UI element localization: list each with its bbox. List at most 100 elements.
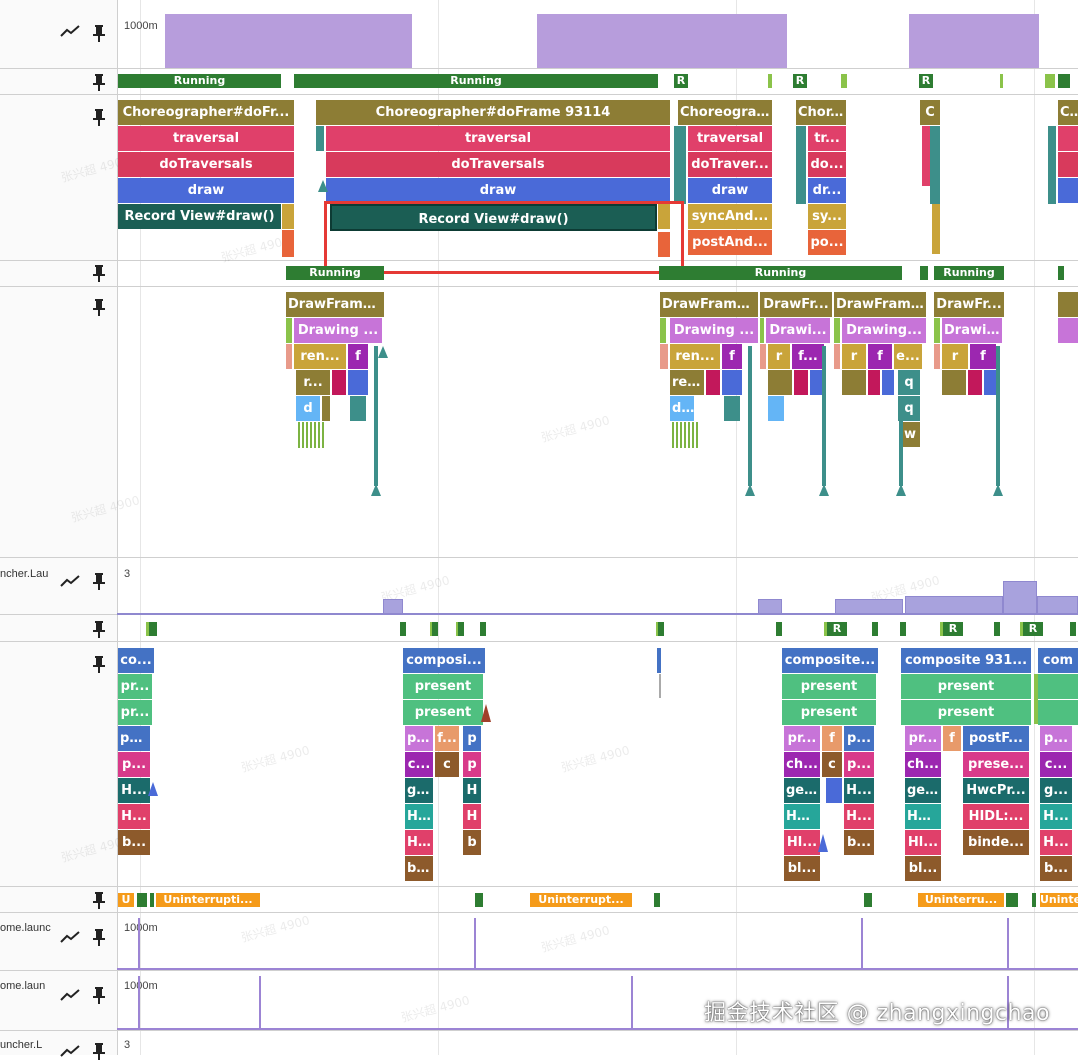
slice-f[interactable]: f... — [435, 726, 459, 751]
slice-present[interactable]: present — [782, 700, 876, 725]
slice-composite[interactable]: com — [1038, 648, 1078, 673]
slice-d[interactable]: d — [296, 396, 320, 421]
slice-b[interactable]: b — [463, 830, 481, 855]
slice-dotraversals[interactable]: do... — [808, 152, 846, 177]
pin-icon[interactable] — [92, 73, 106, 91]
slice-draw[interactable]: dr... — [808, 178, 846, 203]
slice-e[interactable]: e... — [894, 344, 922, 369]
slice-ge[interactable]: ge... — [905, 778, 941, 803]
slice-post-and-wait[interactable]: postAnd... — [688, 230, 772, 255]
slice-composite[interactable]: composi... — [403, 648, 485, 673]
slice-present[interactable]: present — [901, 674, 1031, 699]
slice-b[interactable]: b... — [844, 830, 874, 855]
slice-choreographer[interactable]: Choreographer#doFr... — [118, 100, 294, 125]
slice-flush[interactable]: f — [970, 344, 996, 369]
slice-flush[interactable]: f... — [792, 344, 824, 369]
slice-drawframe[interactable]: DrawFrame... — [660, 292, 758, 317]
slice-present[interactable]: pr... — [118, 700, 152, 725]
chart-icon[interactable] — [60, 988, 80, 1002]
pin-icon[interactable] — [92, 986, 106, 1004]
slice-hidl[interactable]: HIDL:... — [963, 804, 1029, 829]
slice-flush[interactable]: f — [722, 344, 742, 369]
slice-draw[interactable]: draw — [688, 178, 772, 203]
slice-hl[interactable]: H... — [405, 830, 433, 855]
slice-flush[interactable]: f — [348, 344, 368, 369]
thread-state-uninterruptible[interactable]: Uninterru... — [918, 893, 1004, 907]
slice-p[interactable]: p... — [844, 726, 874, 751]
slice-choreographer[interactable]: C — [920, 100, 940, 125]
slice-hwc-present[interactable]: HwcPr... — [963, 778, 1029, 803]
slice-h[interactable]: H — [463, 778, 481, 803]
slice-p[interactable]: p... — [844, 752, 874, 777]
slice-present[interactable]: present — [403, 700, 483, 725]
slice-p[interactable]: p — [463, 726, 481, 751]
slice-hl[interactable]: Hl... — [905, 830, 941, 855]
slice-traversal[interactable]: traversal — [118, 126, 294, 151]
pin-icon[interactable] — [92, 108, 106, 126]
chart-icon[interactable] — [60, 574, 80, 588]
slice-bl[interactable]: bl... — [784, 856, 820, 881]
slice-b[interactable]: b... — [1040, 856, 1072, 881]
slice-record-view-draw[interactable]: Record View#draw() — [118, 204, 281, 229]
slice-ge[interactable]: ge... — [784, 778, 820, 803]
slice-bl[interactable]: bl... — [905, 856, 941, 881]
pin-icon[interactable] — [92, 620, 106, 638]
pin-icon[interactable] — [92, 928, 106, 946]
slice-q[interactable]: q — [898, 396, 920, 421]
slice-r[interactable]: re... — [670, 370, 704, 395]
slice-d[interactable]: d... — [670, 396, 694, 421]
slice-choreographer[interactable]: Ch — [1058, 100, 1078, 125]
slice-composite[interactable]: composite... — [782, 648, 878, 673]
slice-g[interactable]: g... — [1040, 778, 1072, 803]
slice-ch[interactable]: ch... — [784, 752, 820, 777]
slice-f[interactable]: f — [943, 726, 961, 751]
thread-state-uninterruptible[interactable]: Uninte — [1040, 893, 1078, 907]
slice-draw[interactable]: draw — [118, 178, 294, 203]
slice-h[interactable]: H... — [844, 804, 874, 829]
slice-present[interactable]: present — [403, 674, 483, 699]
slice-hl[interactable]: Hl... — [784, 830, 820, 855]
slice-draw[interactable]: draw — [326, 178, 670, 203]
slice-post-frame[interactable]: postF... — [963, 726, 1029, 751]
thread-state-running[interactable]: Running — [659, 266, 902, 280]
slice-h[interactable]: H... — [1040, 830, 1072, 855]
slice-pr[interactable]: pr... — [784, 726, 820, 751]
slice-drawing[interactable]: Drawi... — [942, 318, 1002, 343]
thread-state-runnable[interactable]: R — [793, 74, 807, 88]
slice-p[interactable]: p... — [405, 726, 433, 751]
slice-dotraversals[interactable]: doTraversals — [118, 152, 294, 177]
thread-state-running[interactable]: Running — [294, 74, 658, 88]
slice-record-view-draw-selected[interactable]: Record View#draw() — [330, 204, 657, 231]
slice-b[interactable]: b... — [405, 856, 433, 881]
slice-drawframe[interactable]: DrawFr... — [934, 292, 1004, 317]
chart-icon[interactable] — [60, 1044, 80, 1058]
slice-c[interactable]: c... — [1040, 752, 1072, 777]
slice-sync-and-draw[interactable]: sy... — [808, 204, 846, 229]
pin-icon[interactable] — [92, 572, 106, 590]
slice-post-and-wait[interactable]: po... — [808, 230, 846, 255]
pin-icon[interactable] — [92, 264, 106, 282]
slice-c[interactable]: c — [435, 752, 459, 777]
slice-flush[interactable]: f — [868, 344, 892, 369]
chart-icon[interactable] — [60, 24, 80, 38]
slice-render[interactable]: r — [942, 344, 968, 369]
slice-drawing[interactable]: Drawi... — [766, 318, 830, 343]
slice-present[interactable]: pr... — [118, 674, 152, 699]
slice-p[interactable]: p... — [1040, 726, 1072, 751]
slice-render[interactable]: ren... — [294, 344, 346, 369]
slice-traversal[interactable]: traversal — [688, 126, 772, 151]
slice-drawframe[interactable]: DrawFrame... — [286, 292, 384, 317]
chart-icon[interactable] — [60, 930, 80, 944]
slice-ch[interactable]: ch... — [905, 752, 941, 777]
slice-present-display[interactable]: prese... — [963, 752, 1029, 777]
slice-present[interactable]: present — [782, 674, 876, 699]
slice-drawframe[interactable]: DrawFrame... — [834, 292, 926, 317]
slice-sync-and-draw[interactable]: syncAnd... — [688, 204, 772, 229]
slice-f[interactable]: f — [822, 726, 842, 751]
slice-present[interactable]: present — [901, 700, 1031, 725]
thread-state-runnable[interactable]: R — [940, 622, 963, 636]
slice-p[interactable]: p... — [118, 752, 150, 777]
pin-icon[interactable] — [92, 655, 106, 673]
slice-drawframe[interactable]: DrawFr... — [760, 292, 832, 317]
slice-binder[interactable]: b... — [118, 830, 150, 855]
